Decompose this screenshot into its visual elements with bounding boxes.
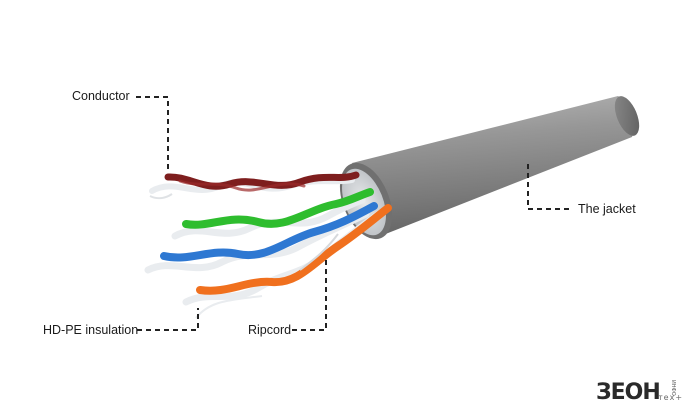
leader-insulation (137, 308, 199, 331)
cable-jacket (339, 96, 640, 240)
green-pair (171, 188, 374, 240)
jacket-label: The jacket (578, 202, 636, 216)
leader-jacket (527, 164, 572, 210)
logo-subtitle: тех+ (658, 393, 684, 402)
leader-ripcord (292, 258, 327, 331)
brown-pair (149, 171, 360, 194)
leader-lines (136, 96, 572, 331)
conductor-label: Conductor (72, 89, 130, 103)
logo-vertical-text: ИНФО (670, 380, 676, 396)
insulation-label: HD-PE insulation (43, 323, 139, 337)
leader-conductor (136, 96, 169, 172)
orange-pair (182, 204, 392, 306)
brand-logo: ЗЕОН ИНФО тех+ (596, 380, 692, 412)
wire-pairs (144, 171, 392, 319)
blue-pair (144, 202, 378, 274)
ripcord-label: Ripcord (248, 323, 292, 337)
logo-mark: ЗЕОН (596, 380, 661, 405)
